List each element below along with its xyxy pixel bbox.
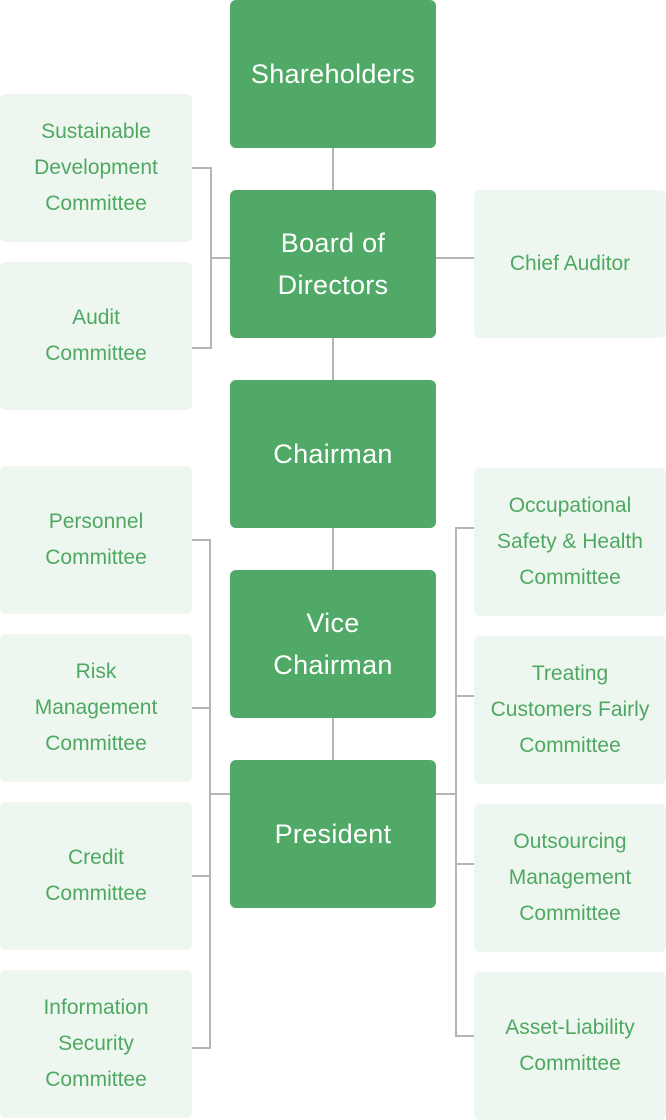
node-chief-auditor: Chief Auditor xyxy=(474,190,666,338)
node-chairman: Chairman xyxy=(230,380,436,528)
connector xyxy=(210,257,230,259)
node-credit-committee: Credit Committee xyxy=(0,802,192,950)
node-outsourcing-management-committee: Outsourcing Management Committee xyxy=(474,804,666,952)
connector xyxy=(332,718,334,760)
node-personnel-committee: Personnel Committee xyxy=(0,466,192,614)
node-occupational-safety-health-committee: Occupational Safety & Health Committee xyxy=(474,468,666,616)
connector xyxy=(332,338,334,380)
node-risk-management-committee: Risk Management Committee xyxy=(0,634,192,782)
connector xyxy=(192,167,212,169)
connector xyxy=(436,793,456,795)
connector xyxy=(192,707,211,709)
node-sustainable-development-committee: Sustainable Development Committee xyxy=(0,94,192,242)
connector xyxy=(192,875,211,877)
connector xyxy=(455,527,457,1037)
connector xyxy=(192,347,212,349)
connector xyxy=(455,695,474,697)
connector xyxy=(436,257,474,259)
connector xyxy=(332,528,334,570)
node-asset-liability-committee: Asset-Liability Committee xyxy=(474,972,666,1120)
node-shareholders: Shareholders xyxy=(230,0,436,148)
connector xyxy=(455,1035,474,1037)
connector xyxy=(332,148,334,190)
node-board-of-directors: Board of Directors xyxy=(230,190,436,338)
node-audit-committee: Audit Committee xyxy=(0,262,192,410)
connector xyxy=(192,1047,211,1049)
connector xyxy=(455,863,474,865)
connector xyxy=(192,539,211,541)
connector xyxy=(209,793,230,795)
connector xyxy=(455,527,474,529)
node-president: President xyxy=(230,760,436,908)
node-treating-customers-fairly-committee: Treating Customers Fairly Committee xyxy=(474,636,666,784)
node-information-security-committee: Information Security Committee xyxy=(0,970,192,1118)
node-vice-chairman: Vice Chairman xyxy=(230,570,436,718)
